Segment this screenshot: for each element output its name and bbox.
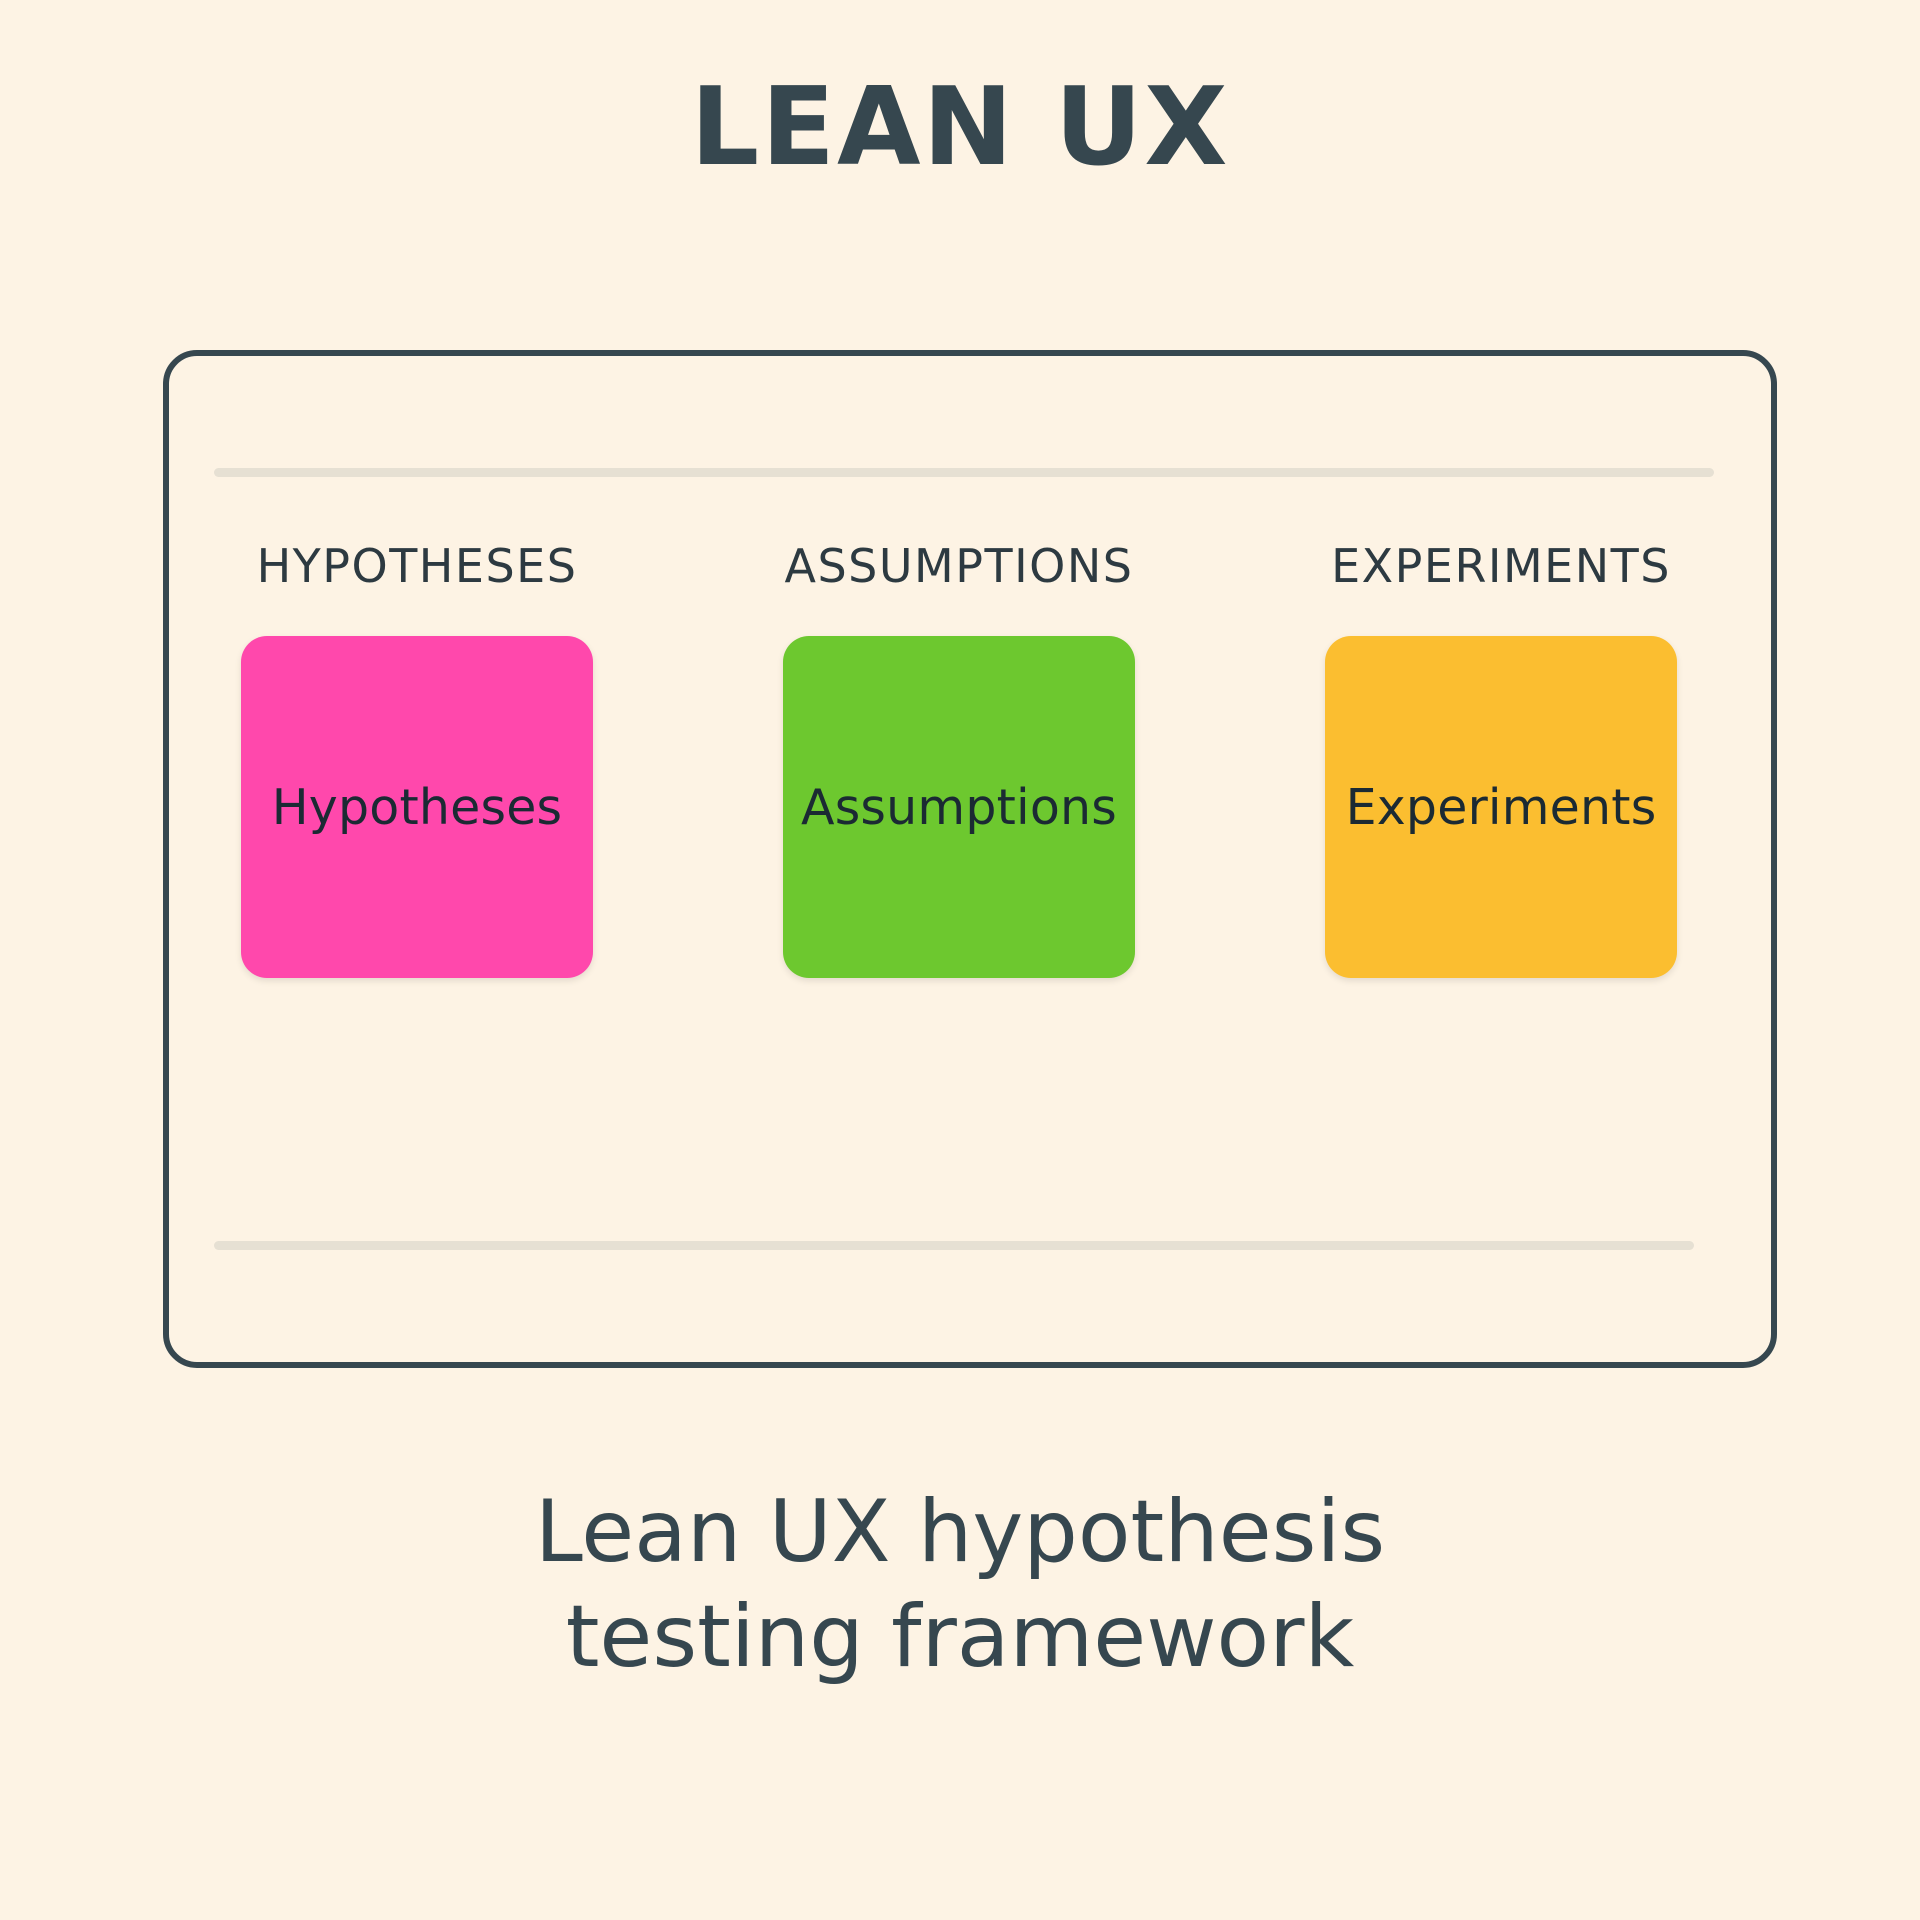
tile-label-experiments: Experiments [1345, 778, 1657, 836]
caption-line-2: testing framework [565, 1586, 1355, 1687]
column-group: HYPOTHESES Hypotheses ASSUMPTIONS Assump… [169, 356, 1771, 1362]
column-assumptions: ASSUMPTIONS Assumptions [739, 536, 1179, 978]
tile-assumptions[interactable]: Assumptions [783, 636, 1135, 978]
column-header-assumptions: ASSUMPTIONS [784, 539, 1134, 593]
tile-label-assumptions: Assumptions [800, 778, 1118, 836]
panel-divider-top [214, 468, 1714, 477]
panel-divider-bottom [214, 1241, 1694, 1250]
caption: Lean UX hypothesis testing framework [0, 1480, 1920, 1690]
column-experiments: EXPERIMENTS Experiments [1281, 536, 1721, 978]
column-header-experiments: EXPERIMENTS [1331, 539, 1671, 593]
caption-line-1: Lean UX hypothesis [534, 1482, 1386, 1582]
tile-label-hypotheses: Hypotheses [271, 778, 563, 836]
column-header-hypotheses: HYPOTHESES [256, 539, 578, 593]
tile-hypotheses[interactable]: Hypotheses [241, 636, 593, 978]
page-title: LEAN UX [690, 65, 1230, 190]
framework-panel: HYPOTHESES Hypotheses ASSUMPTIONS Assump… [163, 350, 1777, 1368]
column-hypotheses: HYPOTHESES Hypotheses [197, 536, 637, 978]
tile-experiments[interactable]: Experiments [1325, 636, 1677, 978]
